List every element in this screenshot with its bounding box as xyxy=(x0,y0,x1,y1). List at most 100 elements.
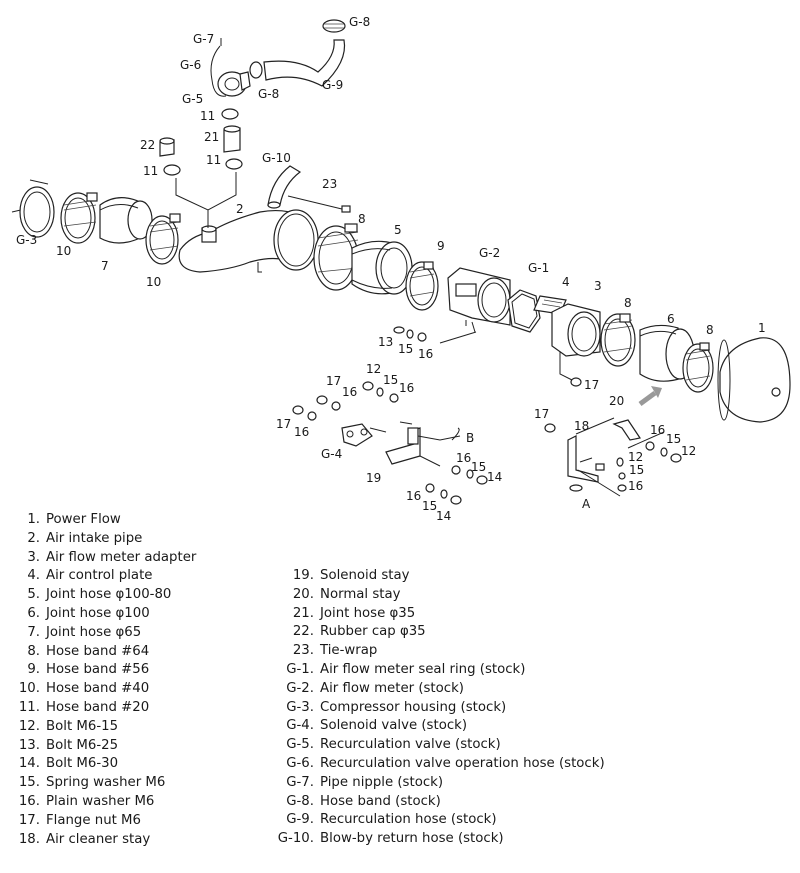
rubber-cap-22 xyxy=(159,137,175,157)
legend-item: G-8.Hose band (stock) xyxy=(270,793,790,812)
callout-g2: G-2 xyxy=(479,246,500,260)
callout-g8-lower: G-8 xyxy=(258,87,279,101)
legend-item-number: G-3. xyxy=(286,699,314,715)
callout-16-a: 16 xyxy=(418,347,433,361)
callout-g8-upper: G-8 xyxy=(349,15,370,29)
legend-item: 21.Joint hose φ35 xyxy=(270,605,790,624)
legend-item-number: 20. xyxy=(292,586,314,602)
legend-item: 22.Rubber cap φ35 xyxy=(270,623,790,642)
legend-item-name: Air flow meter seal ring (stock) xyxy=(320,661,526,677)
joint-hose-7 xyxy=(99,197,153,244)
legend-item-name: Power Flow xyxy=(46,512,121,527)
legend-item-name: Bolt M6-25 xyxy=(46,737,119,753)
callout-17-d: 17 xyxy=(534,407,549,421)
callout-5: 5 xyxy=(394,223,402,237)
hose-band-g8-lower xyxy=(249,61,263,79)
callout-15-f: 15 xyxy=(629,463,644,477)
legend-item: 14.Bolt M6-30 xyxy=(18,755,268,774)
callout-16-e: 16 xyxy=(456,451,471,465)
callout-6: 6 xyxy=(667,312,675,326)
legend-item: G-1.Air flow meter seal ring (stock) xyxy=(270,661,790,680)
callout-9: 9 xyxy=(437,239,445,253)
legend-item: 6.Joint hose φ100 xyxy=(18,605,268,624)
legend-item-number: 17. xyxy=(18,812,40,828)
callout-21: 21 xyxy=(204,130,219,144)
legend-item: 7.Joint hose φ65 xyxy=(18,624,268,643)
joint-hose-21 xyxy=(223,125,241,153)
legend-item-number: G-5. xyxy=(286,737,314,753)
legend-item: G-9.Recurculation hose (stock) xyxy=(270,811,790,830)
hose-band-11-right xyxy=(225,158,243,170)
legend-item-number: 9. xyxy=(27,662,40,678)
callout-g10: G-10 xyxy=(262,151,291,165)
callout-g5: G-5 xyxy=(182,92,203,106)
callout-17-b: 17 xyxy=(276,417,291,431)
callout-10-a: 10 xyxy=(56,244,71,258)
recirculation-valve xyxy=(217,71,251,97)
legend-item: G-4.Solenoid valve (stock) xyxy=(270,717,790,736)
normal-stay xyxy=(612,419,641,441)
callout-1: 1 xyxy=(758,321,766,335)
callout-16-f: 16 xyxy=(406,489,421,503)
callout-3: 3 xyxy=(594,279,602,293)
hose-band-8-middle xyxy=(600,313,636,367)
legend-item-name: Recurculation hose (stock) xyxy=(320,812,497,828)
legend-item-name: Blow-by return hose (stock) xyxy=(320,831,504,847)
hose-band-10-right xyxy=(145,213,181,265)
legend-item: 11.Hose band #20 xyxy=(18,699,268,718)
callout-g9: G-9 xyxy=(322,78,343,92)
legend-item-name: Air cleaner stay xyxy=(46,831,151,847)
legend-item-name: Recurculation valve (stock) xyxy=(320,737,501,753)
hose-band-8-left xyxy=(313,223,359,291)
legend-item: 10.Hose band #40 xyxy=(18,680,268,699)
legend-item-name: Joint hose φ65 xyxy=(46,624,142,640)
legend-item-number: 14. xyxy=(18,756,40,772)
legend-item: 19.Solenoid stay xyxy=(270,567,790,586)
legend-item-number: G-7. xyxy=(286,774,314,790)
callout-20: 20 xyxy=(609,394,624,408)
legend-item-number: G-10. xyxy=(277,831,314,847)
callout-11-a: 11 xyxy=(200,109,215,123)
callout-g6: G-6 xyxy=(180,58,201,72)
legend-item-name: Joint hose φ100-80 xyxy=(46,587,172,603)
callout-g3: G-3 xyxy=(16,233,37,247)
legend-item: G-5. Recurculation valve (stock) xyxy=(270,736,790,755)
air-flow-meter-seal-ring xyxy=(507,289,541,333)
callout-14-b: 14 xyxy=(436,509,451,523)
callout-8-b: 8 xyxy=(624,296,632,310)
callout-16-d: 16 xyxy=(294,425,309,439)
legend-item-name: Solenoid valve (stock) xyxy=(320,718,468,734)
legend-item-number: 2. xyxy=(27,530,40,546)
air-intake-pipe xyxy=(178,209,319,273)
legend-item: G-6.Recurculation valve operation hose (… xyxy=(270,755,790,774)
legend-item-name: Hose band #20 xyxy=(46,699,150,715)
callout-15-b: 15 xyxy=(383,373,398,387)
legend-item: 23.Tie-wrap xyxy=(270,642,790,661)
legend-item-name: Hose band #64 xyxy=(46,643,150,659)
fasteners xyxy=(292,326,682,505)
callout-8-c: 8 xyxy=(706,323,714,337)
legend-item: 9. Hose band #56 xyxy=(18,661,268,680)
callout-12-a: 12 xyxy=(366,362,381,376)
legend-item: 5.Joint hose φ100-80 xyxy=(18,586,268,605)
recirculation-valve-operation-hose xyxy=(210,45,227,97)
callout-12-b: 12 xyxy=(628,450,643,464)
callout-13: 13 xyxy=(378,335,393,349)
legend-item-number: 3. xyxy=(27,549,40,565)
callout-4: 4 xyxy=(562,275,570,289)
callout-14-a: 14 xyxy=(487,470,502,484)
hose-band-8-right xyxy=(682,342,714,393)
callout-23: 23 xyxy=(322,177,337,191)
legend-item-name: Hose band #40 xyxy=(46,681,150,697)
legend-item-name: Tie-wrap xyxy=(320,643,378,659)
callout-18: 18 xyxy=(574,419,589,433)
legend-item: G-10. Blow-by return hose (stock) xyxy=(270,830,790,849)
legend-item-number: 18. xyxy=(18,831,40,847)
callout-2: 2 xyxy=(236,202,244,216)
legend-item-name: Normal stay xyxy=(320,586,401,602)
legend-item: 2.Air intake pipe xyxy=(18,530,268,549)
legend-item-number: 12. xyxy=(18,718,40,734)
legend-item: 8.Hose band #64 xyxy=(18,643,268,662)
legend-item-name: Hose band #56 xyxy=(46,662,150,678)
